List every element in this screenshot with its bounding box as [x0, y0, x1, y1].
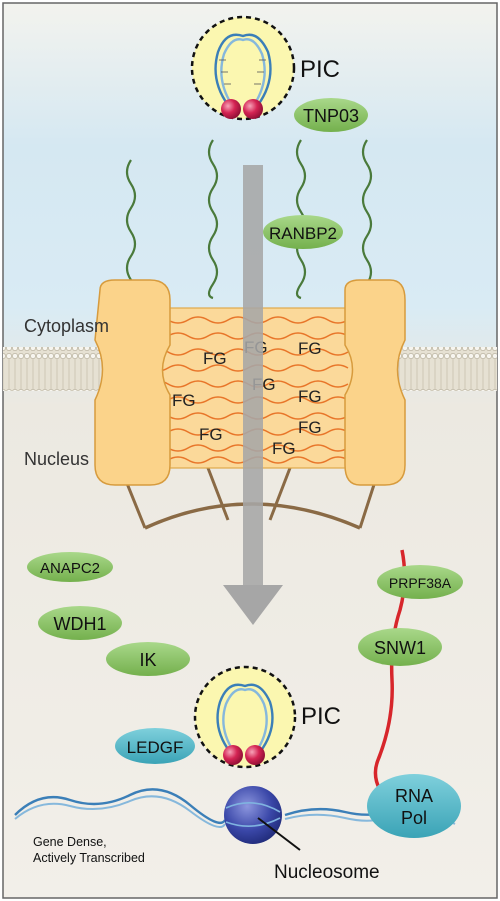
pic-bottom: PIC	[193, 665, 341, 769]
fg-label: FG	[298, 339, 322, 358]
snw1-label: SNW1	[374, 638, 426, 658]
npc-scaffold-left	[94, 279, 171, 486]
nucleosome-label: Nucleosome	[274, 862, 380, 883]
fg-label: FG	[203, 349, 227, 368]
anapc2-protein	[27, 552, 113, 582]
wdh1-label: WDH1	[54, 614, 107, 634]
tnpo3-protein	[294, 98, 368, 132]
chromatin-caption-line2: Actively Transcribed	[33, 851, 145, 865]
rna-pol-label-line2: Pol	[401, 808, 427, 828]
ranbp2-protein	[263, 215, 343, 249]
snw1-protein	[358, 628, 442, 666]
wdh1-protein	[38, 606, 122, 640]
fg-label: FG	[298, 387, 322, 406]
ledgf-protein	[115, 728, 195, 764]
nucleosome	[224, 786, 282, 844]
ik-label: IK	[139, 650, 156, 670]
fg-label: FG	[298, 418, 322, 437]
prpf38a-label: PRPF38A	[389, 575, 452, 591]
ranbp2-label: RANBP2	[269, 224, 337, 243]
membrane-right	[386, 347, 497, 391]
fg-label: FG	[199, 425, 223, 444]
fg-label: FG	[272, 439, 296, 458]
cytoplasm-label: Cytoplasm	[24, 316, 109, 336]
tnpo3-label: TNP03	[303, 106, 359, 126]
fg-label: FG	[172, 391, 196, 410]
membrane-left	[3, 347, 113, 391]
pic-bottom-label: PIC	[301, 703, 341, 730]
import-arrow	[223, 165, 283, 625]
chromatin-caption-line1: Gene Dense,	[33, 835, 107, 849]
ledgf-label: LEDGF	[127, 738, 184, 757]
nucleosome-pointer	[257, 817, 301, 851]
nucleus-label: Nucleus	[24, 449, 89, 469]
npc-scaffold-right	[344, 279, 406, 486]
pic-top: PIC	[190, 15, 340, 121]
rna-pol-label-line1: RNA	[395, 786, 433, 806]
pic-top-label: PIC	[300, 56, 340, 83]
prpf38a-protein	[377, 565, 463, 599]
ik-protein	[106, 642, 190, 676]
anapc2-label: ANAPC2	[40, 560, 100, 577]
rna-polymerase	[367, 774, 461, 838]
